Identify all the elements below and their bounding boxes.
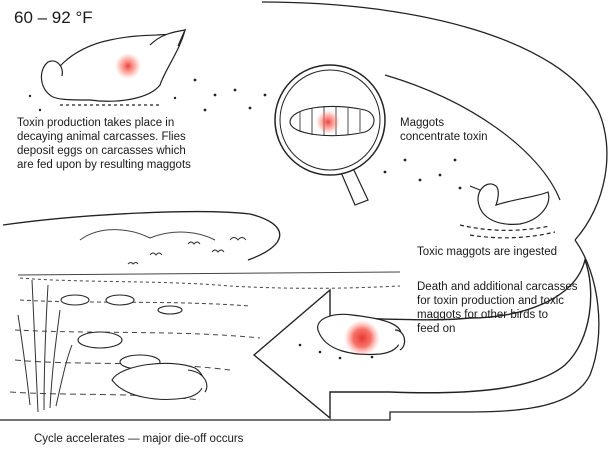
maggots-ingested-text: Toxic maggots are ingested [417, 245, 607, 259]
toxin-glow [115, 53, 141, 79]
toxin-production-text: Toxin production takes place in decaying… [17, 116, 217, 172]
toxin-glow [344, 320, 380, 356]
dead-bird-icon [41, 30, 185, 105]
swimming-duck-icon [460, 184, 555, 238]
dead-bird-icon [61, 295, 207, 399]
death-carcasses-text: Death and additional carcasses for toxin… [417, 280, 607, 336]
temperature-range: 60 – 92 °F [14, 8, 93, 28]
flying-birds [128, 238, 246, 265]
maggots-concentrate-text: Maggots concentrate toxin [400, 116, 520, 144]
cycle-accelerates-text: Cycle accelerates — major die-off occurs [34, 432, 243, 446]
toxin-glow [316, 110, 340, 134]
